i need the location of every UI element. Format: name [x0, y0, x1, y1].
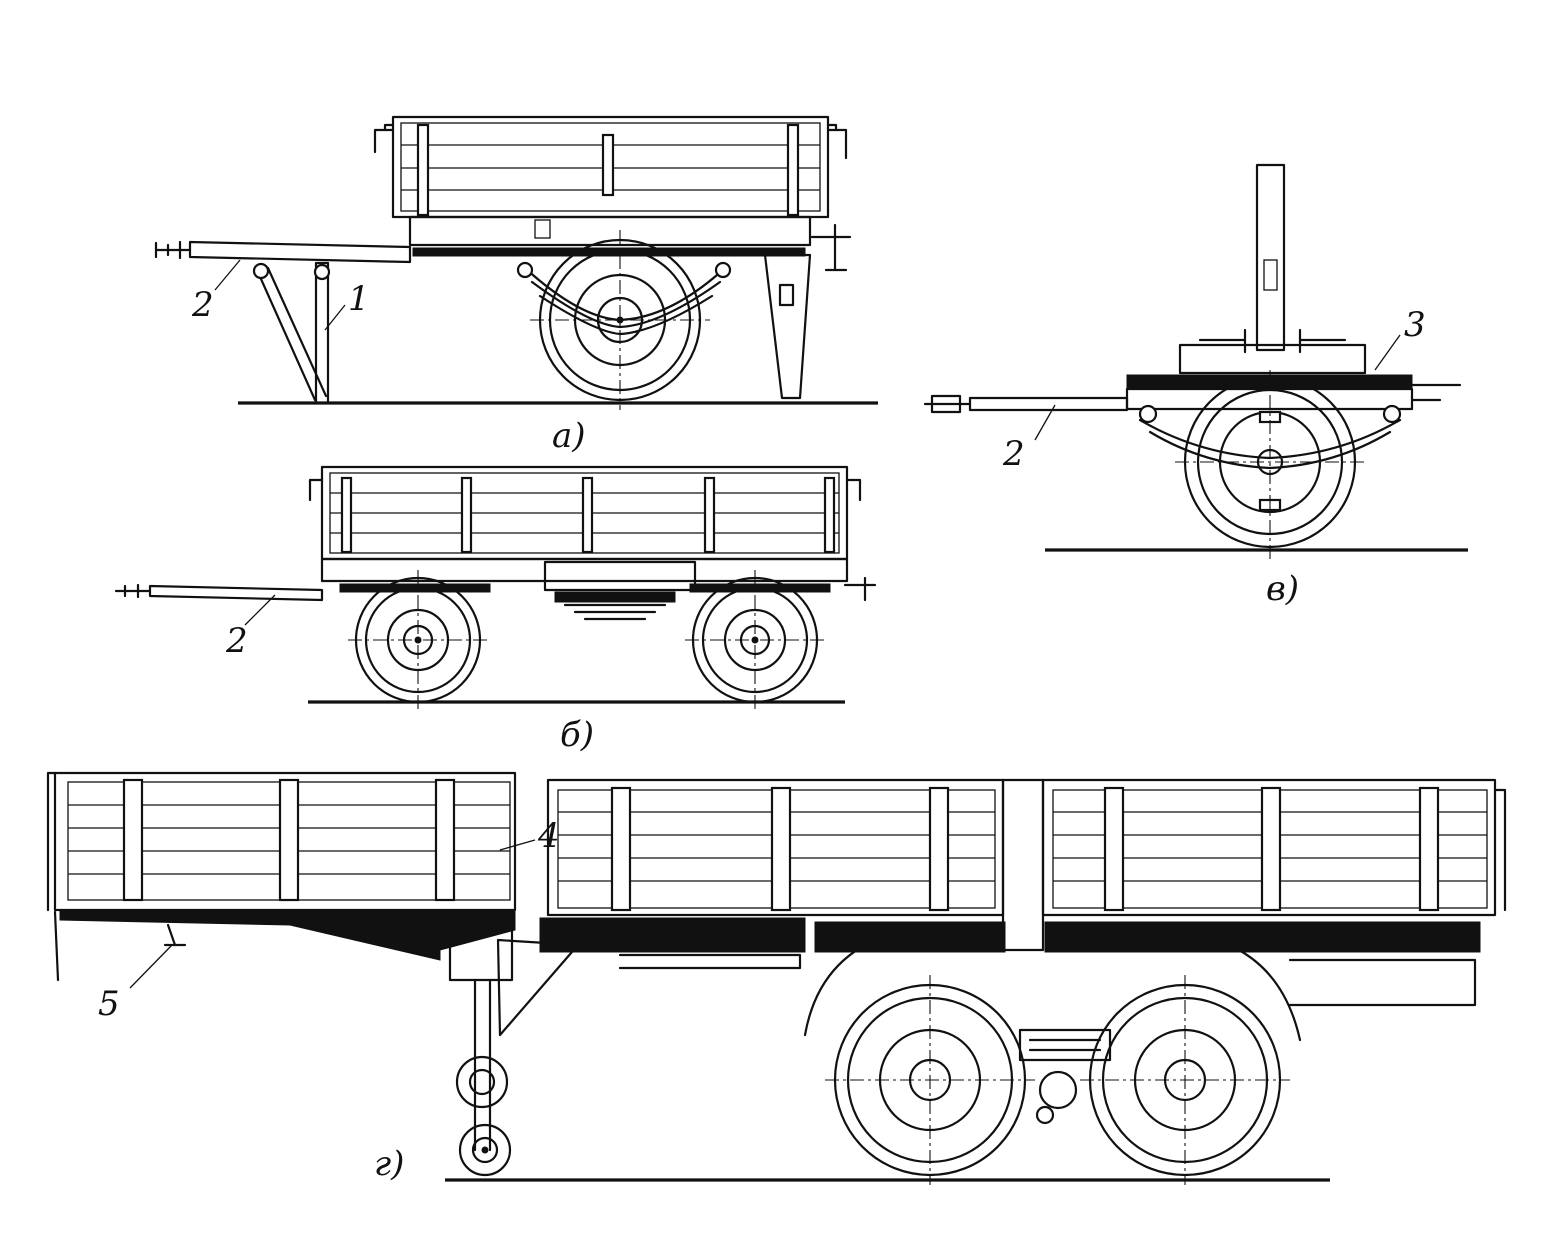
view-g-semitrailer [46, 771, 1507, 1185]
view-a-single-axle-trailer [154, 115, 878, 410]
caption-view-b: б) [560, 715, 594, 755]
callout-2-view-b: 2 [225, 621, 248, 661]
callout-1-view-a: 1 [348, 279, 370, 319]
leader-lines [129, 259, 1401, 989]
caption-view-g: г) [374, 1144, 404, 1184]
callout-4-view-g: 4 [537, 816, 560, 856]
caption-view-a: а) [552, 416, 586, 456]
view-v-front-view [923, 163, 1468, 560]
view-b-two-axle-trailer [114, 465, 877, 710]
callout-2-view-a: 2 [191, 285, 214, 325]
callout-5-view-g: 5 [98, 984, 120, 1024]
callout-2-view-v: 2 [1002, 434, 1025, 474]
caption-view-v: в) [1266, 569, 1299, 609]
callout-3-view-v: 3 [1404, 305, 1426, 345]
